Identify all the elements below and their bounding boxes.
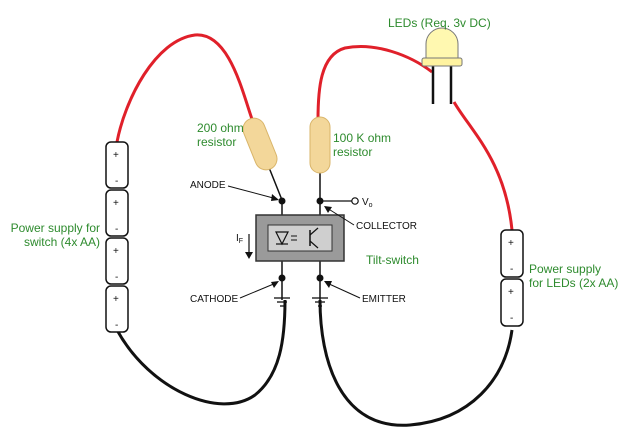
vo-terminal bbox=[351, 197, 359, 205]
leds-label: LEDs (Req. 3v DC) bbox=[388, 16, 491, 30]
r100k-label-line1: 100 K ohm bbox=[333, 131, 391, 145]
switch-cell3-minus: - bbox=[115, 272, 118, 283]
r200-label-line1: 200 ohm bbox=[197, 121, 244, 135]
tilt-switch-label: Tilt-switch bbox=[366, 253, 419, 267]
black-wire-switch-battery-ground bbox=[115, 299, 287, 406]
ps-switch-label-line2: switch (4x AA) bbox=[24, 235, 100, 249]
leds-cell1-minus: - bbox=[510, 264, 513, 275]
cathode-label: CATHODE bbox=[190, 294, 238, 305]
if-label: IF bbox=[236, 233, 243, 245]
red-wire-100k-led bbox=[316, 45, 433, 121]
switch-cell2-plus: + bbox=[113, 198, 119, 209]
ps-switch-label-line1: Power supply for bbox=[11, 221, 100, 235]
resistor-200-ohm bbox=[242, 117, 283, 201]
emitter-label: EMITTER bbox=[362, 294, 406, 305]
ground-cathode bbox=[274, 297, 290, 307]
if-arrowhead bbox=[245, 252, 253, 259]
led bbox=[421, 27, 463, 104]
anode-pointer bbox=[227, 185, 278, 200]
ps-leds-label-line2: for LEDs (2x AA) bbox=[529, 276, 618, 290]
red-wire-switch-battery bbox=[115, 33, 255, 143]
collector-label: COLLECTOR bbox=[356, 221, 417, 232]
red-wire-led-battery bbox=[452, 101, 514, 231]
tilt-switch bbox=[255, 197, 345, 300]
r200-label-line2: resistor bbox=[197, 135, 236, 149]
collector-pointer bbox=[326, 207, 355, 226]
battery-pack-switch bbox=[105, 141, 129, 333]
vo-label: Vo bbox=[362, 197, 373, 209]
r100k-label-line2: resistor bbox=[333, 145, 372, 159]
black-wire-emitter-led-battery bbox=[318, 299, 514, 427]
switch-cell1-minus: - bbox=[115, 176, 118, 187]
leds-cell2-minus: - bbox=[510, 313, 513, 324]
emitter-pointer bbox=[326, 282, 361, 299]
leds-cell1-plus: + bbox=[508, 238, 514, 249]
ps-leds-label-line1: Power supply bbox=[529, 262, 601, 276]
switch-cell2-minus: - bbox=[115, 224, 118, 235]
switch-cell4-minus: - bbox=[115, 320, 118, 331]
switch-cell4-plus: + bbox=[113, 294, 119, 305]
battery-pack-leds bbox=[500, 229, 524, 327]
switch-cell3-plus: + bbox=[113, 246, 119, 257]
switch-cell1-plus: + bbox=[113, 150, 119, 161]
resistor-100k-ohm bbox=[309, 116, 331, 200]
leds-cell2-plus: + bbox=[508, 287, 514, 298]
cathode-pointer bbox=[239, 282, 277, 299]
anode-label: ANODE bbox=[190, 180, 226, 191]
ground-emitter bbox=[312, 297, 328, 307]
